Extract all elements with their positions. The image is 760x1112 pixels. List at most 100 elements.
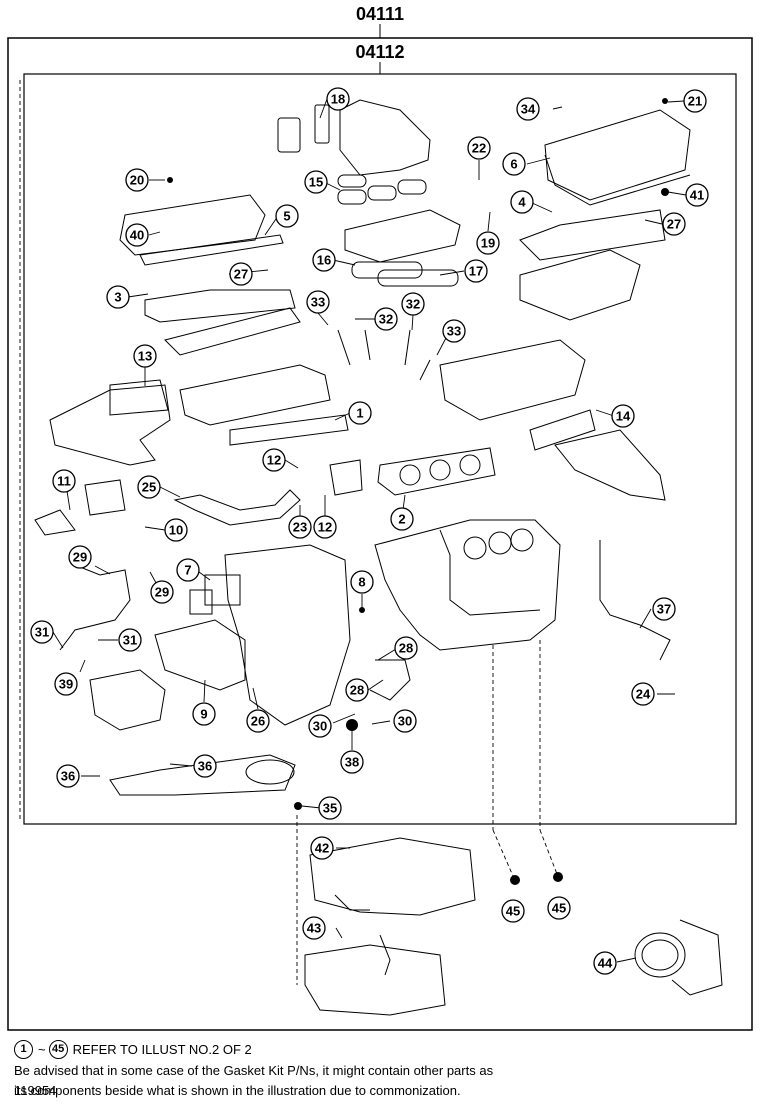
callout-circle [125,168,149,192]
callout-number: 33 [311,295,325,310]
advisory-note-line2: its components beside what is shown in t… [14,1083,461,1098]
callout-23: 23 [288,515,312,539]
callout-21: 21 [683,89,707,113]
callout-32b: 32 [401,292,425,316]
callout-32a: 32 [374,307,398,331]
callout-44: 44 [593,951,617,975]
callout-number: 12 [318,520,332,535]
callout-16: 16 [312,248,336,272]
callout-39: 39 [54,672,78,696]
callout-circle [401,292,425,316]
callout-number: 12 [267,453,281,468]
callout-number: 2 [398,512,405,527]
callout-8: 8 [350,570,374,594]
callout-number: 43 [307,921,321,936]
callout-circle [464,259,488,283]
callout-6: 6 [502,152,526,176]
callout-circle [262,448,286,472]
callout-number: 3 [114,290,121,305]
callout-31a: 31 [30,620,54,644]
range-note: 1 ~ 45 REFER TO ILLUST NO.2 OF 2 [14,1040,252,1059]
callout-number: 23 [293,520,307,535]
callout-circle [150,580,174,604]
callout-number: 45 [552,901,566,916]
callout-circle [288,515,312,539]
callout-number: 31 [123,633,137,648]
callout-circle [246,709,270,733]
callout-circle [502,152,526,176]
callout-22: 22 [467,136,491,160]
callout-number: 17 [469,264,483,279]
dashed-guides [19,80,558,985]
callout-12b: 12 [313,515,337,539]
callout-circle [345,678,369,702]
callout-number: 22 [472,141,486,156]
callout-circle [390,507,414,531]
callout-circle [476,231,500,255]
callout-20: 20 [125,168,149,192]
callout-number: 37 [657,602,671,617]
callout-circle [118,628,142,652]
callout-number: 40 [130,228,144,243]
callout-number: 41 [690,188,704,203]
callout-number: 29 [73,550,87,565]
callout-circle [54,672,78,696]
callout-number: 30 [398,714,412,729]
part-sketches [34,99,723,1016]
callout-24: 24 [631,682,655,706]
callout-30a: 30 [308,714,332,738]
callout-3: 3 [106,285,130,309]
callout-27a: 27 [229,262,253,286]
callout-number: 27 [234,267,248,282]
callout-33b: 33 [442,319,466,343]
callout-circle [229,262,253,286]
callout-circle [30,620,54,644]
callout-12a: 12 [262,448,286,472]
callout-number: 19 [481,236,495,251]
callout-number: 8 [358,575,365,590]
callout-number: 35 [323,801,337,816]
callout-45b: 45 [547,896,571,920]
callout-circle [52,469,76,493]
callout-circle [176,558,200,582]
callout-circle [501,899,525,923]
callout-circle [192,702,216,726]
subkit-frame [23,73,737,825]
callout-number: 9 [200,707,207,722]
callout-number: 33 [447,324,461,339]
callout-10: 10 [164,518,188,542]
callout-28a: 28 [394,636,418,660]
advisory-note-line1: Be advised that in some case of the Gask… [14,1063,494,1078]
callout-circle [593,951,617,975]
callout-number: 29 [155,585,169,600]
callout-circle [133,344,157,368]
callout-35: 35 [318,796,342,820]
callout-circle [302,916,326,940]
callout-5: 5 [275,204,299,228]
callout-17: 17 [464,259,488,283]
callout-circle [304,170,328,194]
callout-number: 6 [510,157,517,172]
callout-number: 5 [283,209,290,224]
callout-27b: 27 [662,212,686,236]
callout-number: 1 [356,406,363,421]
callout-30b: 30 [393,709,417,733]
callout-circle [683,89,707,113]
callout-34: 34 [516,97,540,121]
callout-41: 41 [685,183,709,207]
callout-number: 34 [521,102,536,117]
callout-36b: 36 [193,754,217,778]
callout-number: 10 [169,523,183,538]
hardware-marks [167,98,669,885]
kit-code: 04111 [356,4,404,24]
callout-number: 16 [317,253,331,268]
callout-14: 14 [611,404,635,428]
callout-19: 19 [476,231,500,255]
subkit-code: 04112 [355,42,404,62]
callout-circle [193,754,217,778]
callout-number: 21 [688,94,702,109]
callout-number: 28 [399,641,413,656]
callout-number: 4 [518,195,526,210]
callout-circle [340,750,364,774]
